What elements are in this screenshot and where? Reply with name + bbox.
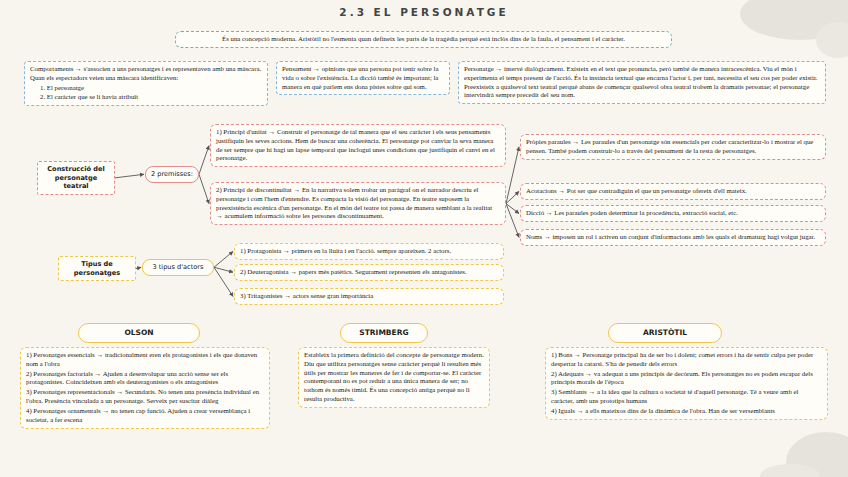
node-text: Personatge → intervé dialògicament. Exis… xyxy=(464,65,820,100)
node-text: Noms → imposen un rol i activen un conju… xyxy=(526,233,820,242)
node-text: 1) Protagonista → primers en la lluita i… xyxy=(240,247,498,256)
principle-box: 1) Principi d'unitat → Construir el pers… xyxy=(210,124,506,167)
node-text: 1) Personatges essencials → tradicionalm… xyxy=(26,351,264,369)
node-text: 1. El personatge xyxy=(30,84,262,93)
resource-box: Acotacions → Pot ser que contradiguin el… xyxy=(520,183,826,200)
actor-box: 1) Protagonista → primers en la lluita i… xyxy=(234,243,504,260)
node-text: És una concepció moderna. Aristòtil no l… xyxy=(181,35,666,44)
author-box: 1) Personatges essencials → tradicionalm… xyxy=(20,347,270,429)
node-text: 3 tipus d'actors xyxy=(148,263,208,272)
connector-arrow xyxy=(199,174,209,203)
connector-arrow xyxy=(506,191,519,203)
connector-arrow xyxy=(136,267,141,268)
node-text: Pensament → opinions que una persona pot… xyxy=(282,65,444,91)
author-box: Estableix la primera definició del conce… xyxy=(298,347,490,408)
node-text: ARISTÒTIL xyxy=(613,328,717,338)
resource-box: Pròpies paraules → Les paraules d'un per… xyxy=(520,134,826,160)
node-text: 1) Bons → Personatge principal ha de ser… xyxy=(551,351,822,369)
node-text: 4) Personatges ornamentals → no tenen ca… xyxy=(26,407,264,425)
type-pill: 3 tipus d'actors xyxy=(142,259,214,276)
node-text: 3) Tritagonistes → actors sense gran imp… xyxy=(240,292,498,301)
node-text: Dicció → Les paraules poden determinar l… xyxy=(526,209,820,218)
node-text: 2) Personatges factorials → Ajuden a des… xyxy=(26,370,264,388)
actor-box: 2) Deuteragonista → papers més patètics.… xyxy=(234,264,504,281)
node-text: Acotacions → Pot ser que contradiguin el… xyxy=(526,187,820,196)
node-text: 3) Personatges representacionals → Secun… xyxy=(26,388,264,406)
definition-box: Comportaments → s'associen a uns persona… xyxy=(24,61,268,106)
concept-box: És una concepció moderna. Aristòtil no l… xyxy=(175,31,672,48)
connector-arrow xyxy=(214,267,233,296)
resource-box: Noms → imposen un rol i activen un conju… xyxy=(520,229,826,246)
node-text: STRIMBERG xyxy=(345,328,423,338)
node-text: 2) Deuteragonista → papers més patètics.… xyxy=(240,268,498,277)
actor-box: 3) Tritagonistes → actors sense gran imp… xyxy=(234,288,504,305)
node-text: Construcció del personatge teatral xyxy=(43,165,109,191)
topic-box: Construcció del personatge teatral xyxy=(37,161,115,195)
author-heading: OLSON xyxy=(78,323,200,343)
node-text: 1) Principi d'unitat → Construir el pers… xyxy=(216,128,500,163)
node-text: 2. El caràcter que se li havia atribuït xyxy=(30,93,262,102)
author-heading: STRIMBERG xyxy=(340,323,428,343)
node-text: Tipus de personatges xyxy=(64,260,130,277)
connector-arrow xyxy=(199,146,209,175)
node-text: 2) Adequats → va adequat a uns principis… xyxy=(551,370,822,388)
node-text: Estableix la primera definició del conce… xyxy=(304,351,484,404)
node-text: OLSON xyxy=(83,328,195,338)
node-text: 2 premisses: xyxy=(151,170,193,179)
author-heading: ARISTÒTIL xyxy=(608,323,722,343)
author-box: 1) Bons → Personatge principal ha de ser… xyxy=(545,347,828,420)
definition-box: Personatge → intervé dialògicament. Exis… xyxy=(458,61,826,104)
node-text: 4) Iguals → a ells mateixos dins de la d… xyxy=(551,407,822,416)
corner-blob xyxy=(760,464,820,477)
corner-blob xyxy=(816,22,848,58)
resource-box: Dicció → Les paraules poden determinar l… xyxy=(520,205,826,222)
node-text: Comportaments → s'associen a uns persona… xyxy=(30,65,262,83)
connector-arrow xyxy=(214,251,233,267)
definition-box: Pensament → opinions que una persona pot… xyxy=(276,61,450,95)
principle-box: 2) Principi de discontinuïtat → En la na… xyxy=(210,182,506,225)
connector-arrow xyxy=(115,174,144,178)
connector-arrow xyxy=(506,147,519,204)
node-text: Pròpies paraules → Les paraules d'un per… xyxy=(526,138,820,156)
connector-arrow xyxy=(506,204,519,238)
title: 2.3 EL PERSONATGE xyxy=(0,6,848,18)
node-text: 2) Principi de discontinuïtat → En la na… xyxy=(216,186,500,221)
topic-box: Tipus de personatges xyxy=(58,256,136,281)
premise-pill: 2 premisses: xyxy=(145,166,199,183)
node-text: 3) Semblants → a la idea que la cultura … xyxy=(551,388,822,406)
